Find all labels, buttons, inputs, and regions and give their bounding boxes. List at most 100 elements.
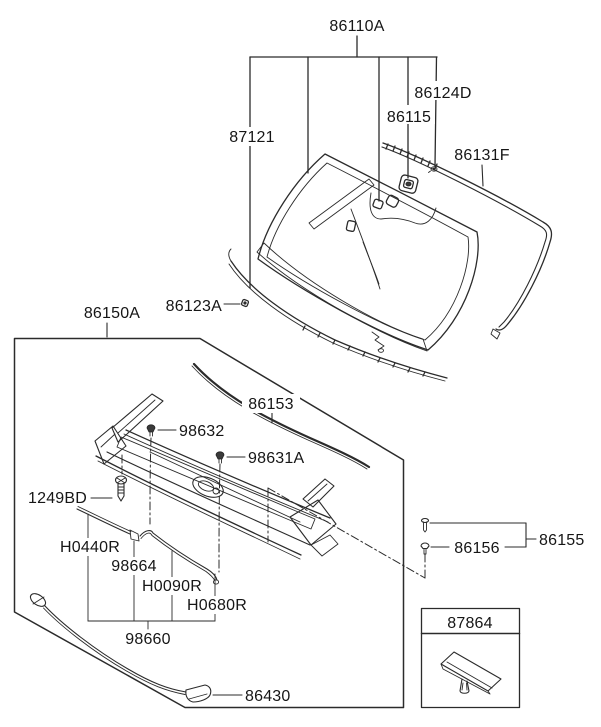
clip-pin-small [423, 548, 427, 555]
part-label-86115: 86115 [387, 109, 431, 126]
strip-line-1 [230, 260, 448, 379]
clip-plate-crease [446, 661, 493, 689]
mirror-cover-body [398, 174, 419, 194]
part-label-98631A: 98631A [248, 450, 304, 467]
left-end-crease [100, 433, 116, 448]
section-box-outline [13, 337, 405, 709]
clip-pin-body [459, 678, 470, 694]
left-wing-crease [117, 399, 156, 434]
wiper-park-dot [378, 348, 384, 353]
part-label-98632: 98632 [179, 423, 225, 440]
hose-junction [129, 529, 140, 542]
glass-assembly-callout [249, 35, 438, 289]
screw-pin-small [423, 521, 427, 533]
wiper-pivot-oval [192, 476, 224, 498]
part-label-98660: 98660 [125, 631, 171, 648]
part-label-87121: 87121 [229, 129, 275, 146]
label-backer [224, 127, 280, 146]
part-label-H0090R: H0090R [142, 578, 202, 595]
cowl-bottom-lip-1 [95, 455, 302, 556]
label-backer [57, 538, 123, 556]
part-label-86110A: 86110A [329, 18, 384, 35]
washer-hose-98660 [76, 506, 220, 630]
part-label-87864: 87864 [447, 615, 493, 632]
strip-line-1 [192, 362, 371, 469]
clip-cap [215, 451, 225, 460]
screw-1249BD [90, 454, 128, 502]
cowl-lower-edge [106, 451, 311, 546]
left-wing-blade [111, 393, 164, 443]
clip-86123A [240, 298, 250, 308]
right-end-hook [310, 534, 339, 557]
projection-diagonal [267, 487, 426, 579]
end-nozzle [185, 684, 212, 703]
clip-body [240, 298, 250, 308]
part-label-86153: 86153 [248, 396, 294, 413]
label-backer [138, 577, 206, 595]
strip-start-hook [228, 248, 232, 262]
cowl-top-seal-2 [123, 433, 329, 523]
molding-86131F [381, 142, 553, 340]
labels-layer: 86110A 87121 86124D 86115 86131F 86123A … [28, 18, 585, 705]
hose-line-2 [43, 607, 186, 695]
cowl-top-panel [94, 393, 339, 560]
clip-plate [440, 651, 502, 692]
clip-plate-edge [440, 663, 491, 695]
screw-slot [116, 477, 126, 484]
part-label-86124D: 86124D [414, 85, 471, 102]
front-nozzle-crease [32, 596, 45, 605]
label-backer [242, 394, 300, 413]
part-label-86123A: 86123A [166, 298, 222, 315]
part-label-H0680R: H0680R [187, 597, 247, 614]
label-backer [383, 105, 435, 124]
strip-hatch-ticks [302, 325, 426, 377]
molding-end-cap [490, 328, 501, 340]
clip-pin-prong [466, 682, 468, 691]
part-label-98664: 98664 [111, 558, 157, 575]
left-end-cap [94, 425, 127, 465]
sensor-cutout [385, 194, 400, 208]
screw-shank [117, 483, 125, 502]
molding-outer-line [382, 142, 553, 331]
glass-frit-band [256, 242, 428, 352]
clip-tick [428, 170, 431, 173]
wiper-park-notch [371, 331, 385, 351]
part-label-86150A: 86150A [84, 305, 140, 322]
molding-inner-line [381, 146, 548, 328]
clip-98632 [146, 424, 177, 525]
leader-86131F [481, 164, 484, 187]
leader-86124D [434, 56, 438, 167]
part-label-86155: 86155 [539, 532, 585, 549]
hose-end-fitting [212, 579, 220, 585]
screw-head-small [420, 517, 430, 524]
end-nozzle-crease [188, 693, 208, 700]
mirror-cover-inner [402, 178, 415, 190]
strip-line-2 [228, 263, 446, 382]
clip-pin-prong [461, 682, 464, 691]
part-label-86131F: 86131F [454, 147, 509, 164]
inset-box-87864 [420, 607, 521, 709]
mirror-bay-outline [369, 192, 437, 225]
label-backer [106, 557, 162, 575]
screw-head [114, 475, 128, 485]
part-label-1249BD: 1249BD [28, 490, 87, 507]
weatherstrip-86153 [191, 362, 371, 470]
windshield-glass [256, 153, 479, 353]
wiper-hose-86430 [29, 593, 243, 703]
right-wing-blade [302, 478, 335, 508]
hose-run-2b [140, 532, 215, 581]
clip-head [430, 166, 438, 172]
glass-inner-outline [266, 162, 470, 341]
hose-line-1 [44, 605, 187, 693]
hose-run-1a [76, 508, 131, 535]
mirror-cover-hole [405, 181, 412, 187]
glass-outer-outline [257, 153, 479, 351]
right-end-bracket [289, 499, 337, 546]
side-pad [345, 219, 357, 233]
glass-reflection-line [362, 241, 380, 285]
cowl-section-box [13, 322, 405, 709]
part-label-86156: 86156 [454, 540, 500, 557]
right-wing-crease [307, 483, 328, 502]
cowl-top-seal-1 [125, 429, 331, 519]
